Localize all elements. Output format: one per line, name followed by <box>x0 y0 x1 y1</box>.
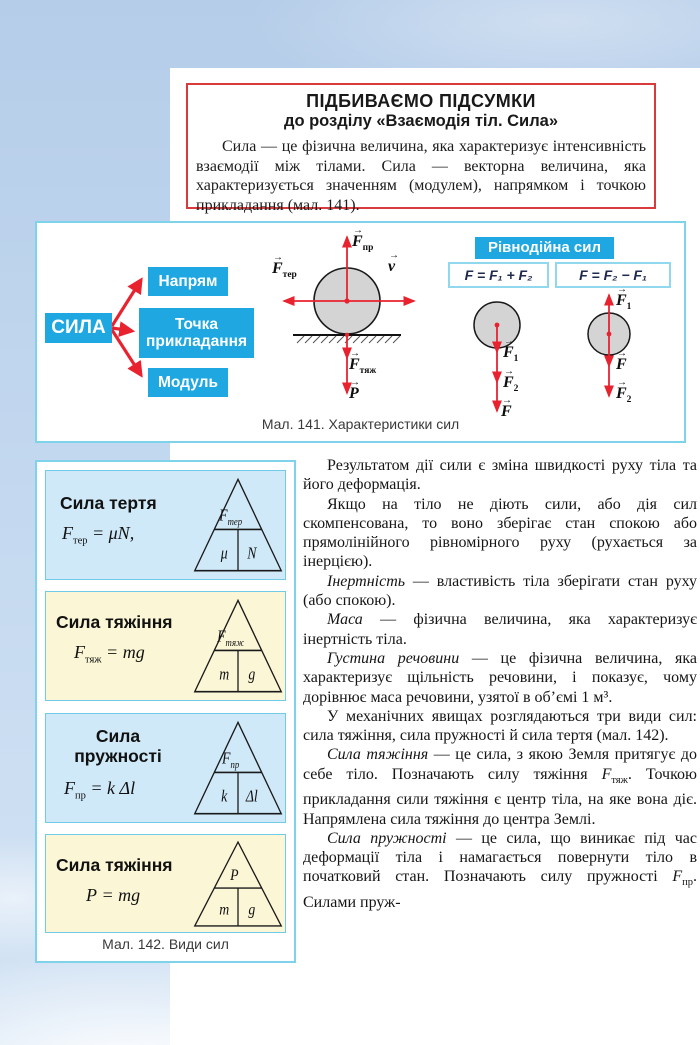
svg-text:g: g <box>248 665 255 684</box>
force-triangle: Fтер μ N <box>193 477 283 572</box>
figure-142-caption: Мал. 142. Види сил <box>102 936 229 952</box>
vector-label-f-right: →F <box>616 348 627 373</box>
svg-text:Fтер: Fтер <box>218 506 242 528</box>
paragraph: Густина речовини — це фізична величина, … <box>303 649 697 706</box>
intro-paragraph: Сила — це фізична величина, яка характер… <box>196 138 646 214</box>
svg-text:Fтяж: Fтяж <box>216 627 244 649</box>
paragraph: У механічних явищах розглядаються три ви… <box>303 707 697 745</box>
card-formula: Fтяж = mg <box>74 642 145 666</box>
force-card-gravity: Сила тяжіння Fтяж = mg Fтяж m g <box>45 591 286 701</box>
vector-label-f2-left: →F2 <box>503 366 519 395</box>
paragraph: Маса — фізична величина, яка характеризу… <box>303 611 697 648</box>
svg-text:g: g <box>248 902 255 919</box>
vector-label-f-ter: →Fтер <box>272 252 297 281</box>
vector-label-f1-left: →F1 <box>503 336 519 365</box>
vector-label-weight-p: →P <box>349 377 360 402</box>
figure-141-box: СИЛА Напрям Точка прикладання Модуль Рів… <box>35 221 686 443</box>
card-title: Сила тяжіння <box>56 612 173 632</box>
card-formula: Fтер = μN, <box>62 523 135 547</box>
force-branch-module: Модуль <box>148 368 228 397</box>
vector-label-f-tyazh: →Fтяж <box>349 348 377 377</box>
card-title: Сила пружності <box>74 726 162 767</box>
paragraph: Результатом дії сили є зміна швидкості р… <box>303 457 697 494</box>
card-title: Сила тертя <box>60 493 157 513</box>
force-triangle: P m g <box>193 840 283 927</box>
svg-text:Fпр: Fпр <box>221 749 239 771</box>
svg-text:m: m <box>219 902 229 919</box>
vector-label-f1-right: →F1 <box>616 284 632 313</box>
paragraph: Сила тяжіння — це сила, з якою Земля при… <box>303 746 697 828</box>
force-triangle: Fтяж m g <box>193 598 283 693</box>
svg-text:N: N <box>246 544 257 563</box>
resultant-formula-diff: F = F₂ − F₁ <box>555 262 671 288</box>
svg-text:k: k <box>221 787 228 806</box>
summary-header-box: ПІДБИВАЄМО ПІДСУМКИ до розділу «Взаємоді… <box>186 83 656 214</box>
figure141-graphics <box>110 235 631 413</box>
force-branch-application-point: Точка прикладання <box>139 308 254 358</box>
paragraph: Інертність — властивість тіла зберігати … <box>303 572 697 610</box>
resultant-formula-sum: F = F₁ + F₂ <box>448 262 549 288</box>
svg-text:P: P <box>229 867 238 884</box>
vector-label-f-left: →F <box>501 395 512 420</box>
force-branch-direction: Напрям <box>148 267 228 296</box>
figure-142-box: Сила тертя Fтер = μN, Fтер μ N Сила тяжі… <box>35 460 296 963</box>
card-formula: Fпр = k Δl <box>64 778 136 802</box>
svg-text:μ: μ <box>220 544 228 563</box>
vector-label-f2-right: →F2 <box>616 377 632 406</box>
card-formula: P = mg <box>86 885 141 905</box>
page-subtitle: до розділу «Взаємодія тіл. Сила» <box>283 112 559 130</box>
force-triangle: Fпр k Δl <box>193 720 283 815</box>
vector-label-velocity: →v <box>388 250 399 275</box>
force-card-friction: Сила тертя Fтер = μN, Fтер μ N <box>45 470 286 580</box>
paragraph: Якщо на тіло не діють сили, або дія сил … <box>303 495 697 571</box>
paragraph: Сила пружності — це сила, що виникає під… <box>303 829 698 911</box>
vector-label-f-pr: →Fпр <box>352 225 374 254</box>
force-card-weight: Сила тяжіння P = mg P m g <box>45 834 286 933</box>
page-title: ПІДБИВАЄМО ПІДСУМКИ <box>306 91 536 111</box>
card-title: Сила тяжіння <box>56 855 173 875</box>
force-card-elastic: Сила пружності Fпр = k Δl Fпр k Δl <box>45 713 286 823</box>
svg-text:Δl: Δl <box>245 787 258 806</box>
figure-141-caption: Мал. 141. Характеристики сил <box>261 416 460 432</box>
resultant-forces-title: Рівнодійна сил <box>475 237 614 259</box>
body-text-column: Результатом дії сили є зміна швидкості р… <box>303 456 697 912</box>
force-root-box: СИЛА <box>45 313 112 343</box>
svg-text:m: m <box>219 665 229 684</box>
